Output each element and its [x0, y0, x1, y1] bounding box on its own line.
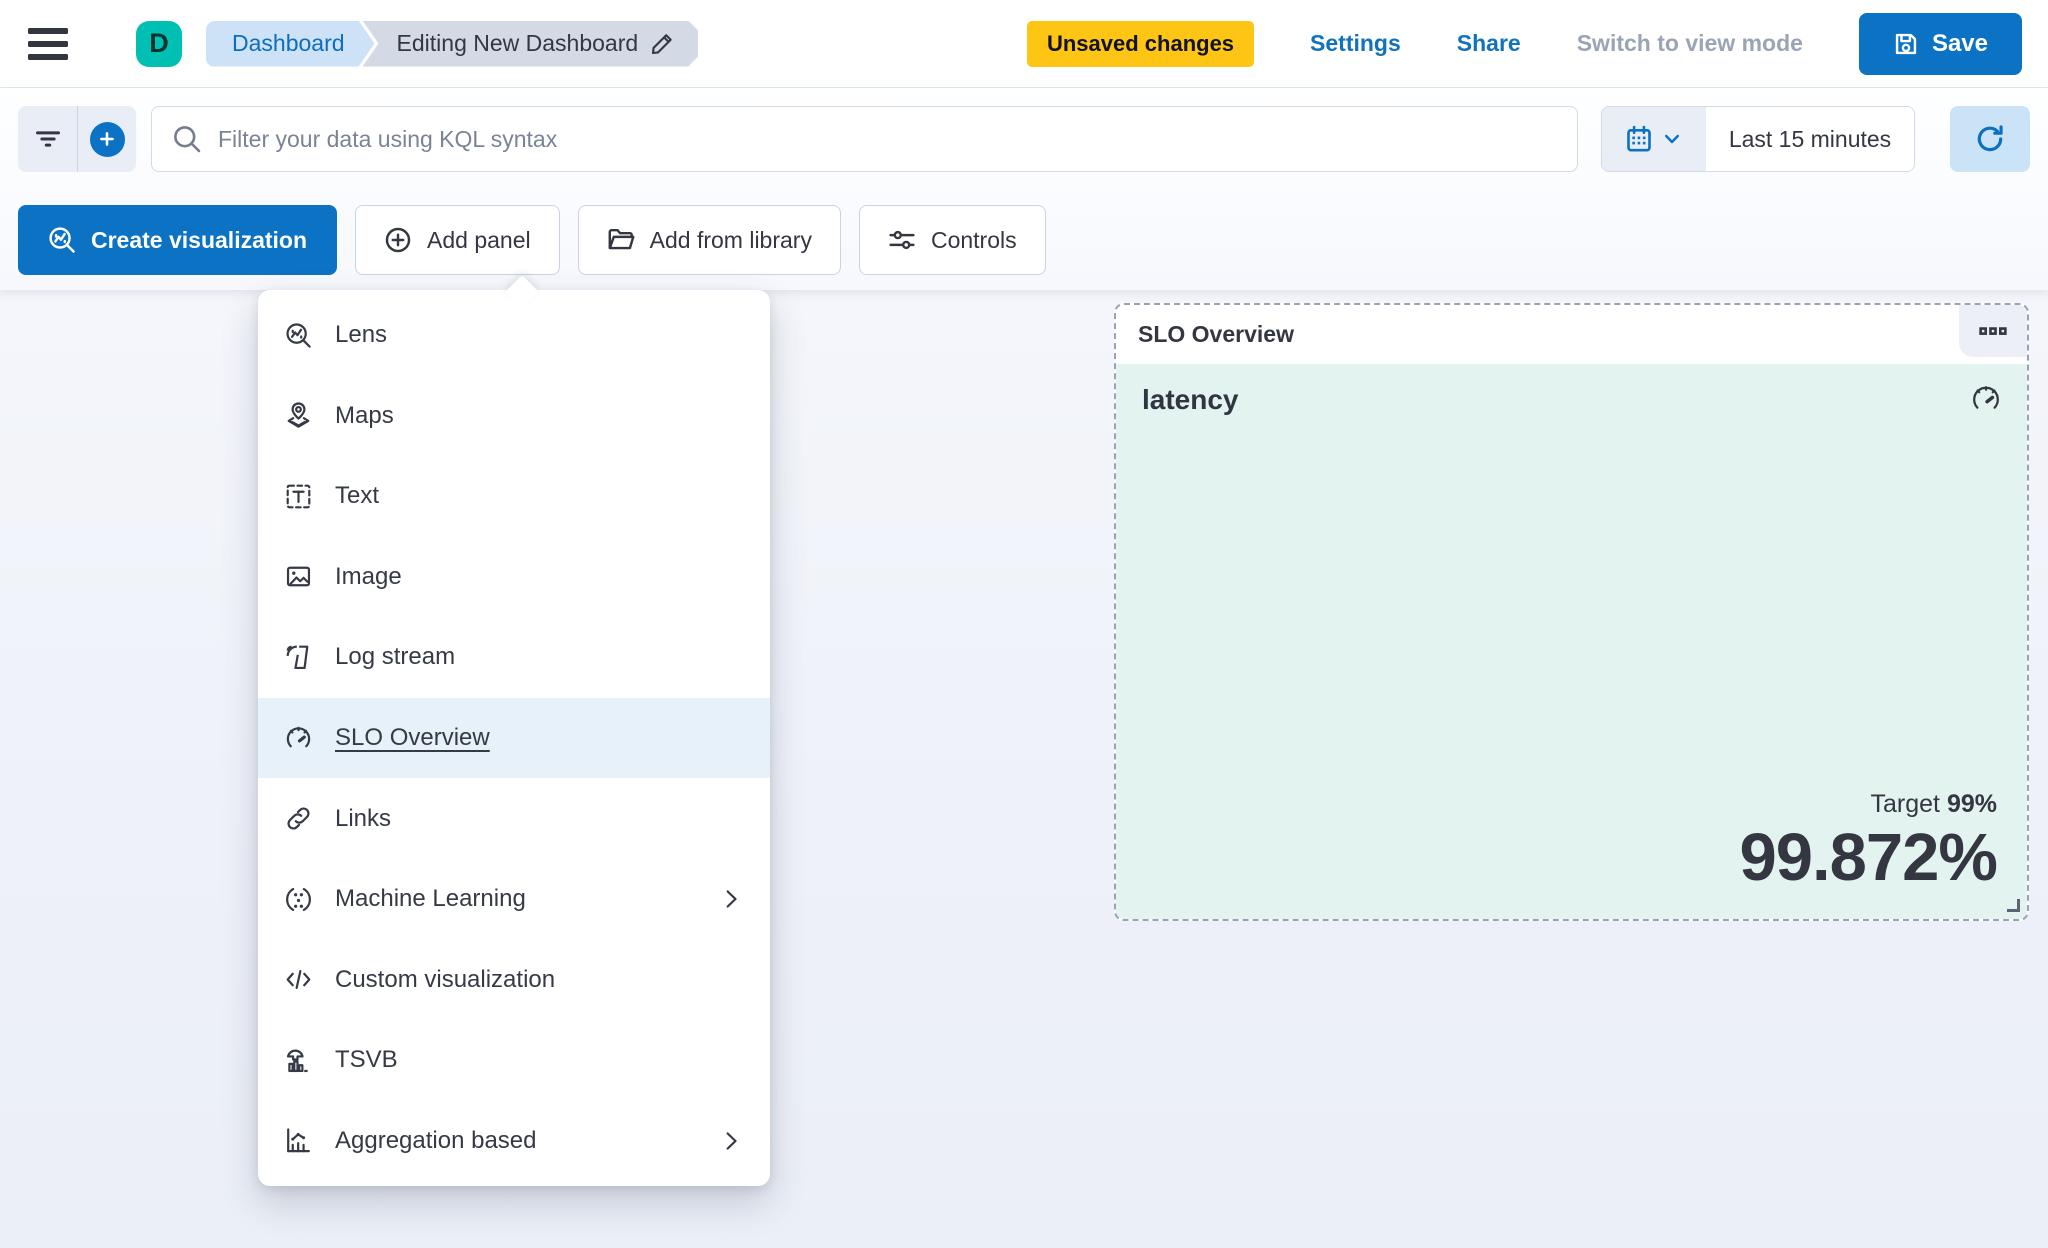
- breadcrumb-current-label: Editing New Dashboard: [396, 30, 639, 56]
- folder-icon: [608, 228, 635, 250]
- aggregation-icon: [285, 1127, 312, 1154]
- menu-item-lens[interactable]: Lens: [258, 295, 770, 376]
- sub-header: Last 15 minutes Create visualization Add…: [0, 88, 2048, 290]
- log-stream-icon: [285, 644, 312, 671]
- target-value: 99%: [1946, 789, 1997, 818]
- filter-icon: [35, 131, 60, 147]
- slo-metric: Target 99% 99.872%: [1740, 790, 1998, 893]
- breadcrumb: Dashboard Editing New Dashboard: [206, 21, 698, 67]
- dashboard-canvas: Lens Maps Text Image Log stream SLO Over: [0, 275, 2048, 1248]
- menu-item-machine-learning[interactable]: Machine Learning: [258, 859, 770, 940]
- menu-item-tsvb[interactable]: TSVB: [258, 1020, 770, 1101]
- add-panel-menu: Lens Maps Text Image Log stream SLO Over: [258, 275, 770, 1186]
- filter-controls-group: [18, 106, 136, 172]
- menu-item-custom-visualization[interactable]: Custom visualization: [258, 939, 770, 1020]
- chevron-down-icon: [1664, 134, 1680, 144]
- controls-button[interactable]: Controls: [858, 205, 1046, 275]
- code-icon: [285, 966, 312, 993]
- lens-icon: [285, 322, 312, 349]
- query-bar: Last 15 minutes: [0, 88, 2048, 190]
- settings-link[interactable]: Settings: [1310, 30, 1401, 56]
- maps-icon: [285, 402, 312, 429]
- plus-circle-icon: [385, 227, 411, 253]
- kql-search-box[interactable]: [151, 106, 1578, 172]
- menu-item-maps[interactable]: Maps: [258, 376, 770, 457]
- chevron-right-icon: [726, 1132, 737, 1150]
- time-range-value[interactable]: Last 15 minutes: [1706, 107, 1914, 171]
- panel-title: SLO Overview: [1138, 321, 1294, 347]
- calendar-icon: [1627, 125, 1651, 152]
- hamburger-menu-icon[interactable]: [28, 16, 84, 72]
- menu-item-aggregation-based[interactable]: Aggregation based: [258, 1100, 770, 1181]
- gauge-icon: [285, 725, 312, 752]
- plus-circle-filled-icon: [89, 121, 125, 157]
- text-icon: [285, 483, 312, 510]
- pencil-icon: [650, 32, 674, 56]
- target-label: Target: [1870, 789, 1940, 818]
- time-picker: Last 15 minutes: [1601, 106, 1915, 172]
- lens-icon: [49, 227, 75, 253]
- add-from-library-button[interactable]: Add from library: [577, 205, 841, 275]
- menu-item-log-stream[interactable]: Log stream: [258, 617, 770, 698]
- chevron-right-icon: [726, 890, 737, 908]
- refresh-button[interactable]: [1950, 106, 2030, 172]
- kql-search-input[interactable]: [218, 125, 1557, 153]
- menu-item-image[interactable]: Image: [258, 537, 770, 618]
- panel-header: SLO Overview: [1116, 305, 2027, 364]
- controls-sliders-icon: [889, 230, 915, 250]
- top-header: D Dashboard Editing New Dashboard Unsave…: [0, 0, 2048, 88]
- avatar[interactable]: D: [136, 20, 182, 67]
- switch-to-view-mode-link[interactable]: Switch to view mode: [1576, 30, 1803, 56]
- share-link[interactable]: Share: [1456, 30, 1521, 56]
- slo-name: latency: [1142, 384, 1239, 415]
- sli-value: 99.872%: [1739, 819, 1998, 895]
- edit-toolbar: Create visualization Add panel Add from …: [0, 190, 2048, 290]
- link-icon: [285, 805, 312, 832]
- breadcrumb-current-title[interactable]: Editing New Dashboard: [363, 21, 699, 67]
- save-button[interactable]: Save: [1858, 12, 2022, 75]
- image-icon: [285, 563, 312, 590]
- filter-menu-button[interactable]: [18, 106, 77, 172]
- gauge-icon: [1971, 384, 2001, 414]
- time-picker-calendar-button[interactable]: [1602, 107, 1706, 171]
- menu-item-links[interactable]: Links: [258, 778, 770, 859]
- refresh-icon: [1977, 125, 2003, 152]
- boxes-horizontal-icon: [1979, 327, 2007, 335]
- save-icon: [1895, 33, 1917, 54]
- header-actions: Unsaved changes Settings Share Switch to…: [1026, 12, 2022, 75]
- tsvb-icon: [285, 1047, 312, 1074]
- slo-panel-body: latency Target 99% 99.872%: [1116, 364, 2027, 919]
- menu-item-text[interactable]: Text: [258, 456, 770, 537]
- slo-overview-panel[interactable]: SLO Overview latency Target 99% 99.872%: [1114, 303, 2029, 921]
- panel-resize-handle[interactable]: [2007, 899, 2020, 912]
- unsaved-changes-badge: Unsaved changes: [1026, 20, 1255, 67]
- machine-learning-icon: [285, 886, 312, 913]
- create-visualization-button[interactable]: Create visualization: [18, 205, 338, 275]
- add-filter-button[interactable]: [77, 106, 136, 172]
- breadcrumb-dashboard[interactable]: Dashboard: [206, 21, 375, 67]
- menu-item-slo-overview[interactable]: SLO Overview: [258, 697, 770, 779]
- add-panel-button[interactable]: Add panel: [355, 205, 560, 275]
- search-icon: [174, 126, 201, 153]
- panel-options-button[interactable]: [1959, 305, 2027, 357]
